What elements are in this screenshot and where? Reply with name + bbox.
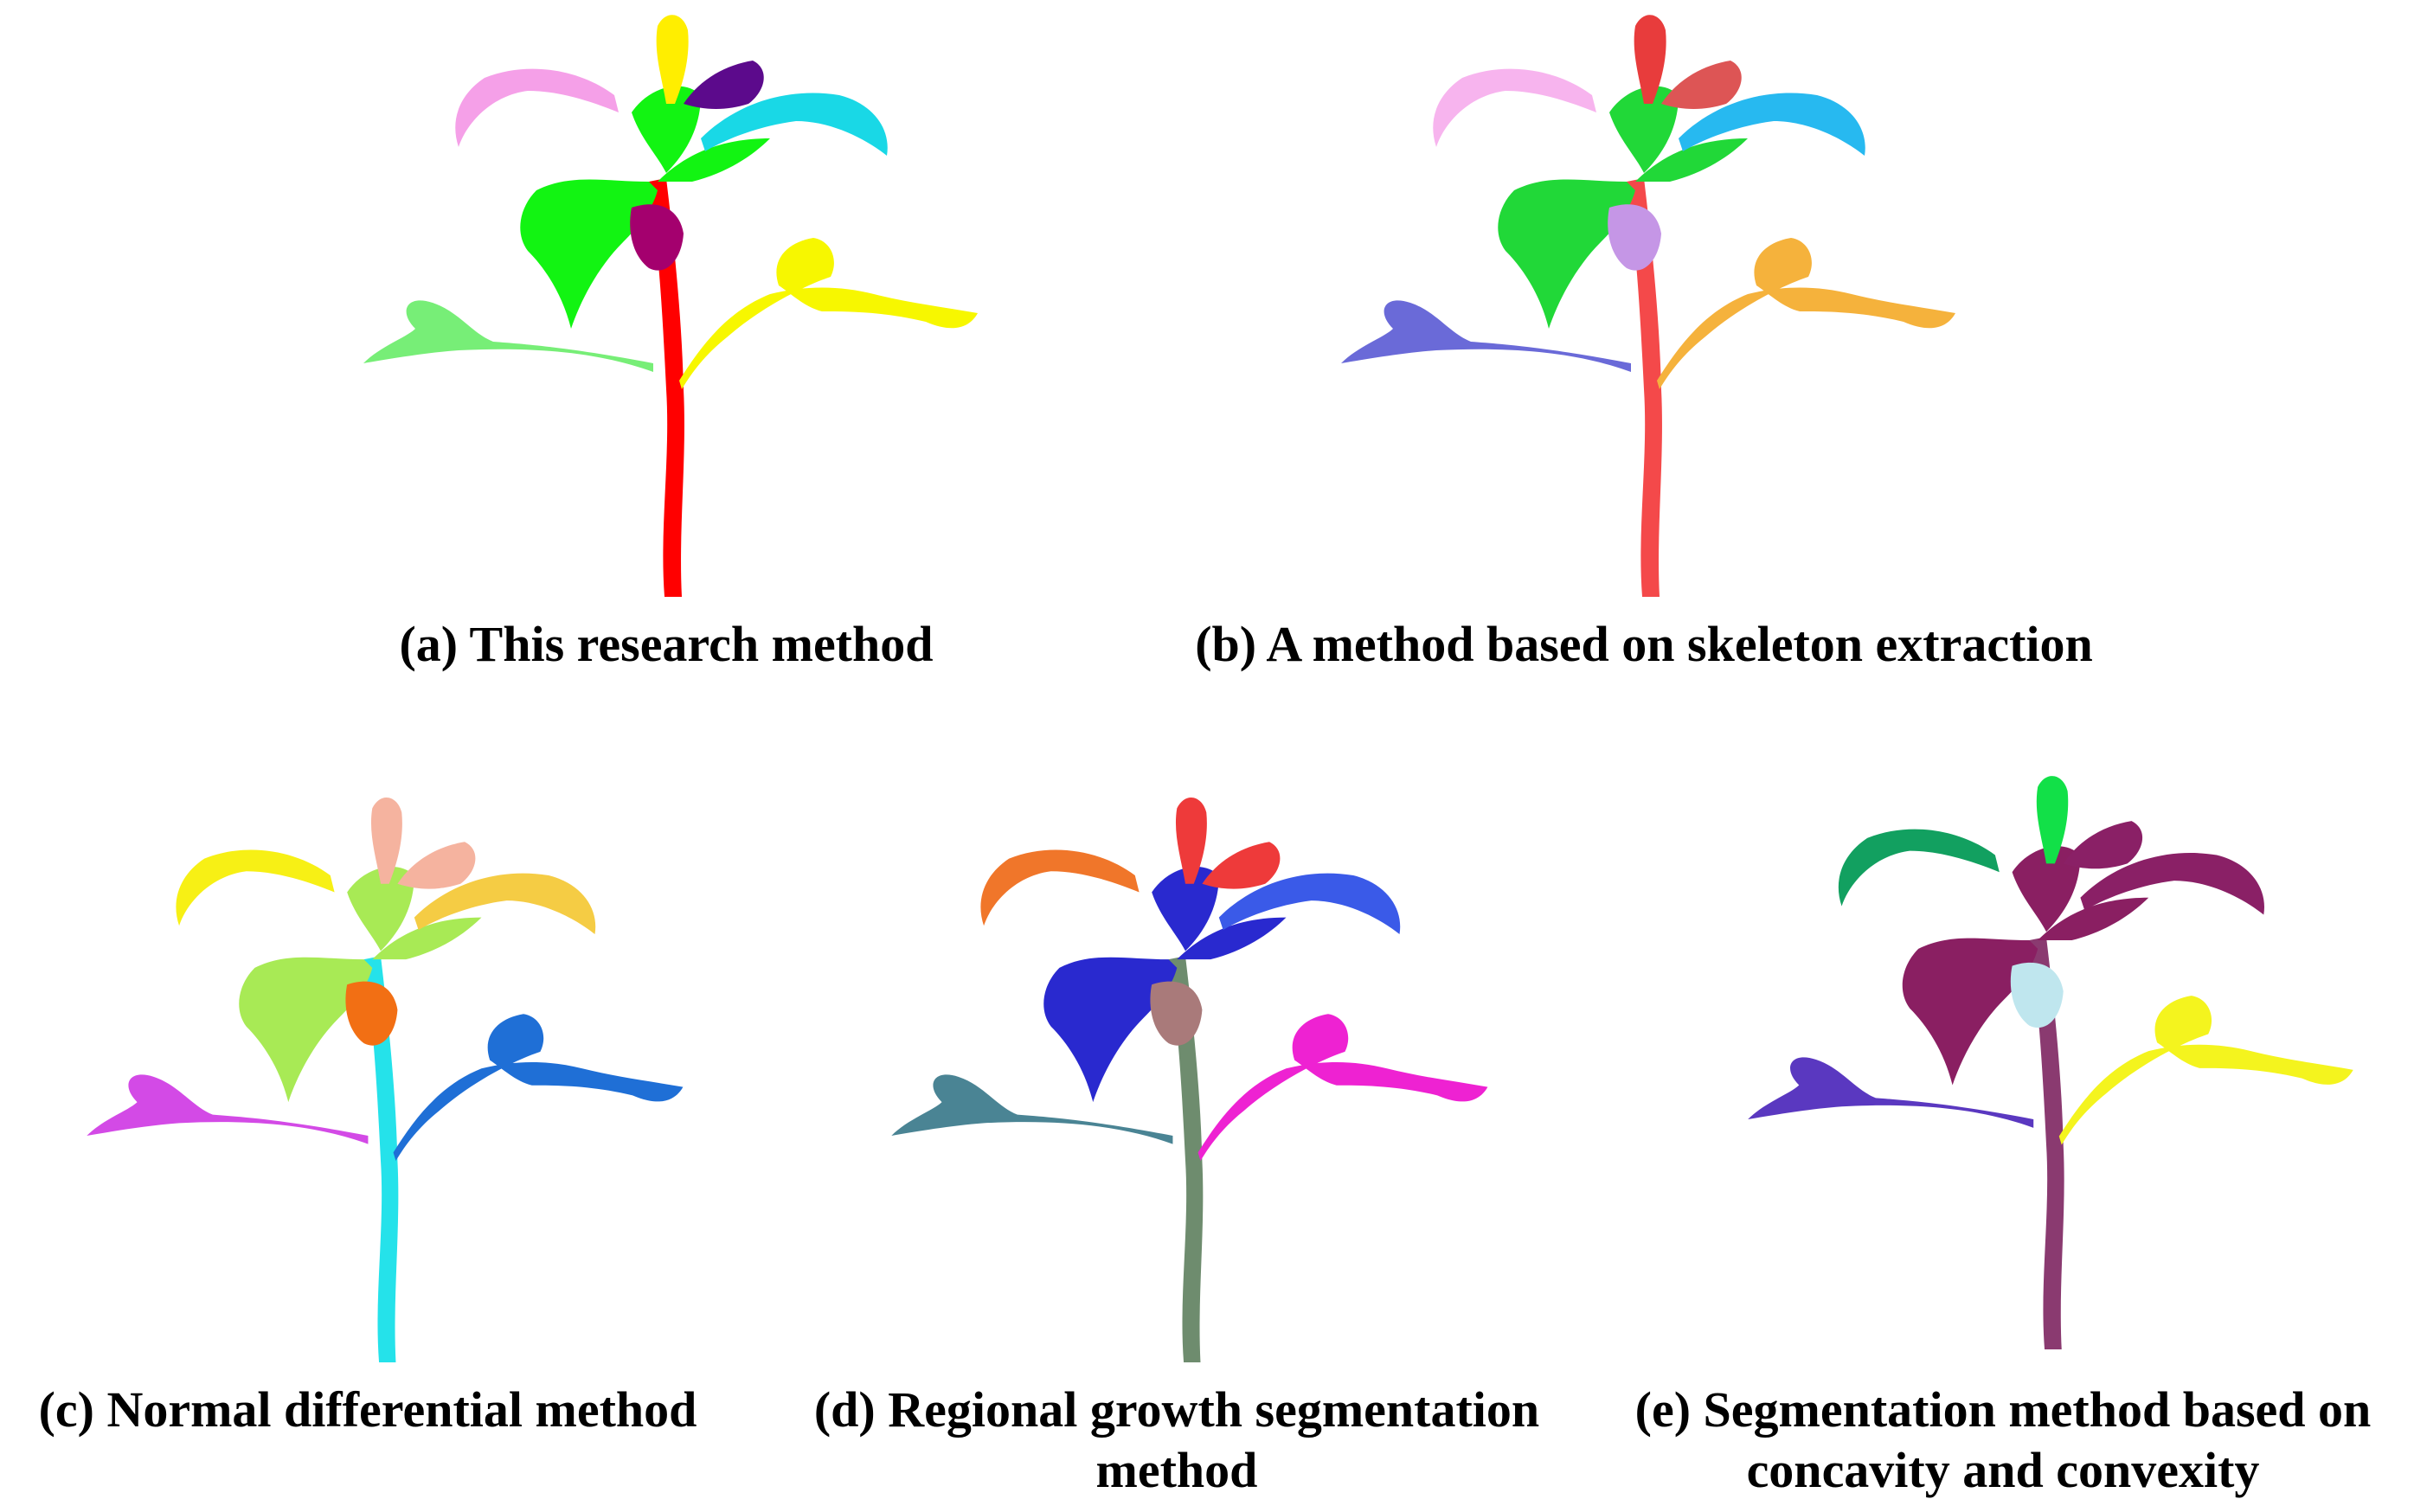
caption-e-line1: (e) Segmentation method based on <box>1634 1381 2372 1438</box>
caption-b: (b) A method based on skeleton extractio… <box>1195 616 2093 672</box>
plant-segment-lightgreen <box>1748 1057 2034 1128</box>
plant-segment-top <box>1634 15 1666 105</box>
plant-segment-magenta <box>345 981 398 1046</box>
panel-e-plant-image <box>1705 770 2388 1349</box>
plant-point-cloud <box>87 798 684 1362</box>
plant-segment-purple <box>1661 61 1742 109</box>
plant-segment-yellow <box>2058 996 2353 1145</box>
plant-segment-lightgreen <box>363 300 653 372</box>
caption-d-line2: method <box>1095 1442 1258 1498</box>
plant-segment-yellow <box>1197 1014 1488 1162</box>
plant-segment-stem <box>2029 937 2064 1349</box>
plant-segment-cyan <box>1218 873 1401 934</box>
plant-segment-pink <box>455 68 619 147</box>
panel-b-plant-image <box>1298 9 1990 597</box>
plant-point-cloud <box>1748 776 2353 1349</box>
plant-segment-cyan <box>414 873 596 934</box>
plant-segment-magenta <box>630 204 684 271</box>
plant-segment-lightgreen <box>1341 300 1631 372</box>
plant-segment-top <box>1175 798 1207 884</box>
plant-segment-top <box>370 798 402 884</box>
plant-segment-top <box>2036 776 2069 864</box>
plant-segment-yellow <box>393 1014 684 1162</box>
plant-segment-pink <box>980 849 1140 926</box>
caption-c: (c) Normal differential method <box>38 1381 697 1438</box>
plant-segment-yellow <box>1657 238 1955 389</box>
plant-segment-stem <box>1627 178 1662 597</box>
plant-segment-lightgreen <box>87 1074 369 1144</box>
panel-a-plant-image <box>320 9 1012 597</box>
plant-segment-purple <box>684 61 764 109</box>
plant-segment-stem <box>649 178 684 597</box>
plant-segment-pink <box>1433 68 1596 147</box>
plant-segment-cyan <box>1679 93 1865 156</box>
plant-point-cloud <box>891 798 1488 1362</box>
panel-d-plant-image <box>848 791 1523 1362</box>
caption-e-line2: concavity and convexity <box>1746 1442 2260 1498</box>
caption-a: (a) This research method <box>399 616 934 672</box>
plant-segment-magenta <box>1150 981 1203 1046</box>
plant-point-cloud <box>363 15 978 597</box>
plant-segment-purple <box>397 842 476 889</box>
plant-segment-magenta <box>2010 962 2064 1028</box>
plant-segment-pink <box>1838 829 2000 907</box>
plant-segment-stem <box>1168 956 1204 1362</box>
plant-segment-purple <box>2063 821 2143 869</box>
plant-segment-yellow <box>679 238 978 389</box>
plant-segment-pink <box>176 849 335 926</box>
caption-d-line1: (d) Regional growth segmentation <box>813 1381 1540 1438</box>
panel-c-plant-image <box>43 791 718 1362</box>
plant-segment-cyan <box>2080 853 2264 915</box>
plant-point-cloud <box>1341 15 1955 597</box>
plant-segment-cyan <box>701 93 888 156</box>
plant-segment-lightgreen <box>891 1074 1173 1144</box>
plant-segment-purple <box>1202 842 1281 889</box>
plant-segment-top <box>656 15 689 105</box>
plant-segment-stem <box>363 956 399 1362</box>
plant-segment-magenta <box>1608 204 1661 271</box>
